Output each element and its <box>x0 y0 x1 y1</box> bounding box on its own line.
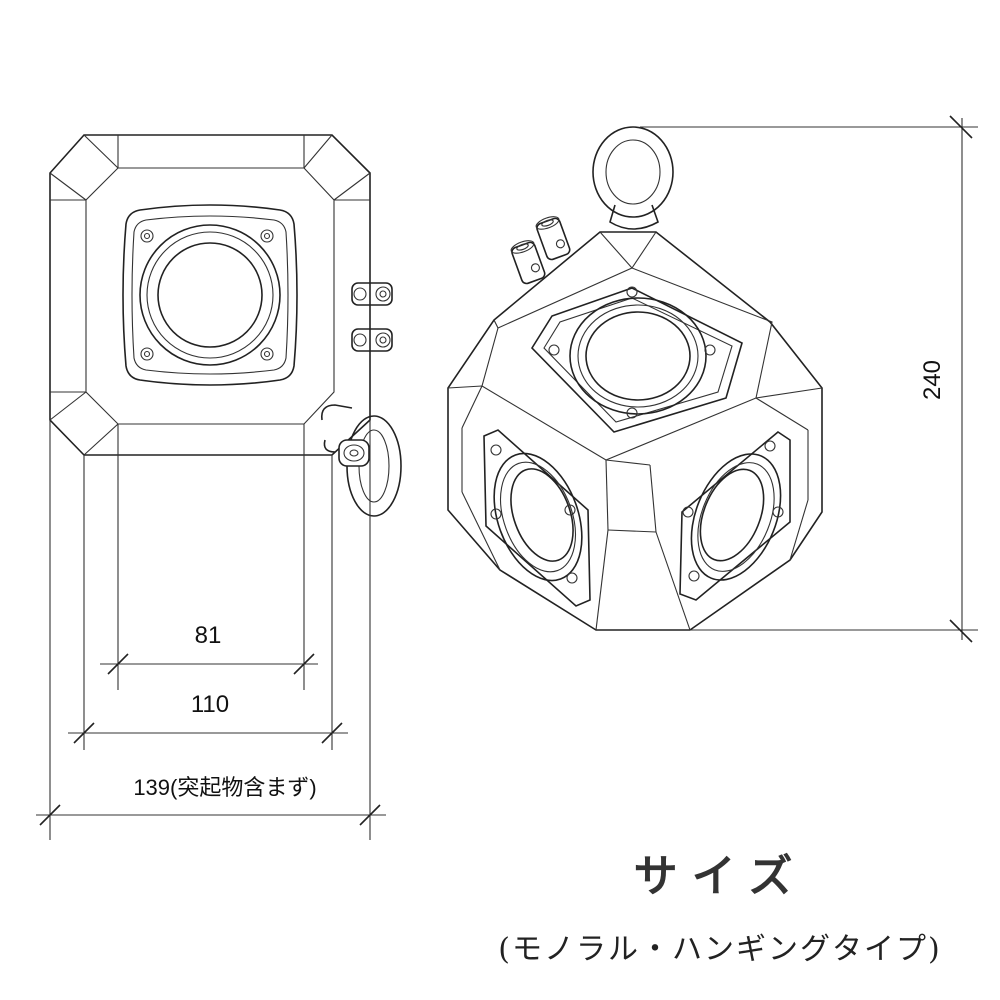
front-speaker-cone-inner <box>157 242 263 348</box>
top-speaker <box>530 286 743 433</box>
dim-height: 240 <box>919 360 946 400</box>
left-speaker <box>483 429 591 607</box>
perspective-body <box>447 231 823 631</box>
front-eye-bolt <box>320 404 402 517</box>
right-speaker <box>679 431 791 601</box>
height-dimension: 240 <box>640 115 978 643</box>
page-title: サイズ <box>633 851 807 902</box>
width-dimensions: 81 110 139(突起物含まず) <box>36 420 386 840</box>
front-terminals <box>351 282 393 352</box>
top-terminals <box>510 216 571 285</box>
page-subtitle: (モノラル・ハンギングタイプ) <box>498 932 942 967</box>
front-speaker-cone-outer <box>139 224 281 366</box>
dim-total-width: 139(突起物含まず) <box>133 775 316 800</box>
title-block: サイズ (モノラル・ハンギングタイプ) <box>460 840 980 968</box>
dim-panel-width: 110 <box>191 691 229 718</box>
front-speaker-screws <box>140 229 274 361</box>
front-speaker-frame <box>122 204 298 386</box>
front-view-body <box>49 134 371 456</box>
dim-inner-width: 81 <box>195 622 222 649</box>
top-eye-bolt <box>592 126 674 230</box>
front-view <box>49 134 402 517</box>
perspective-view <box>447 126 823 631</box>
